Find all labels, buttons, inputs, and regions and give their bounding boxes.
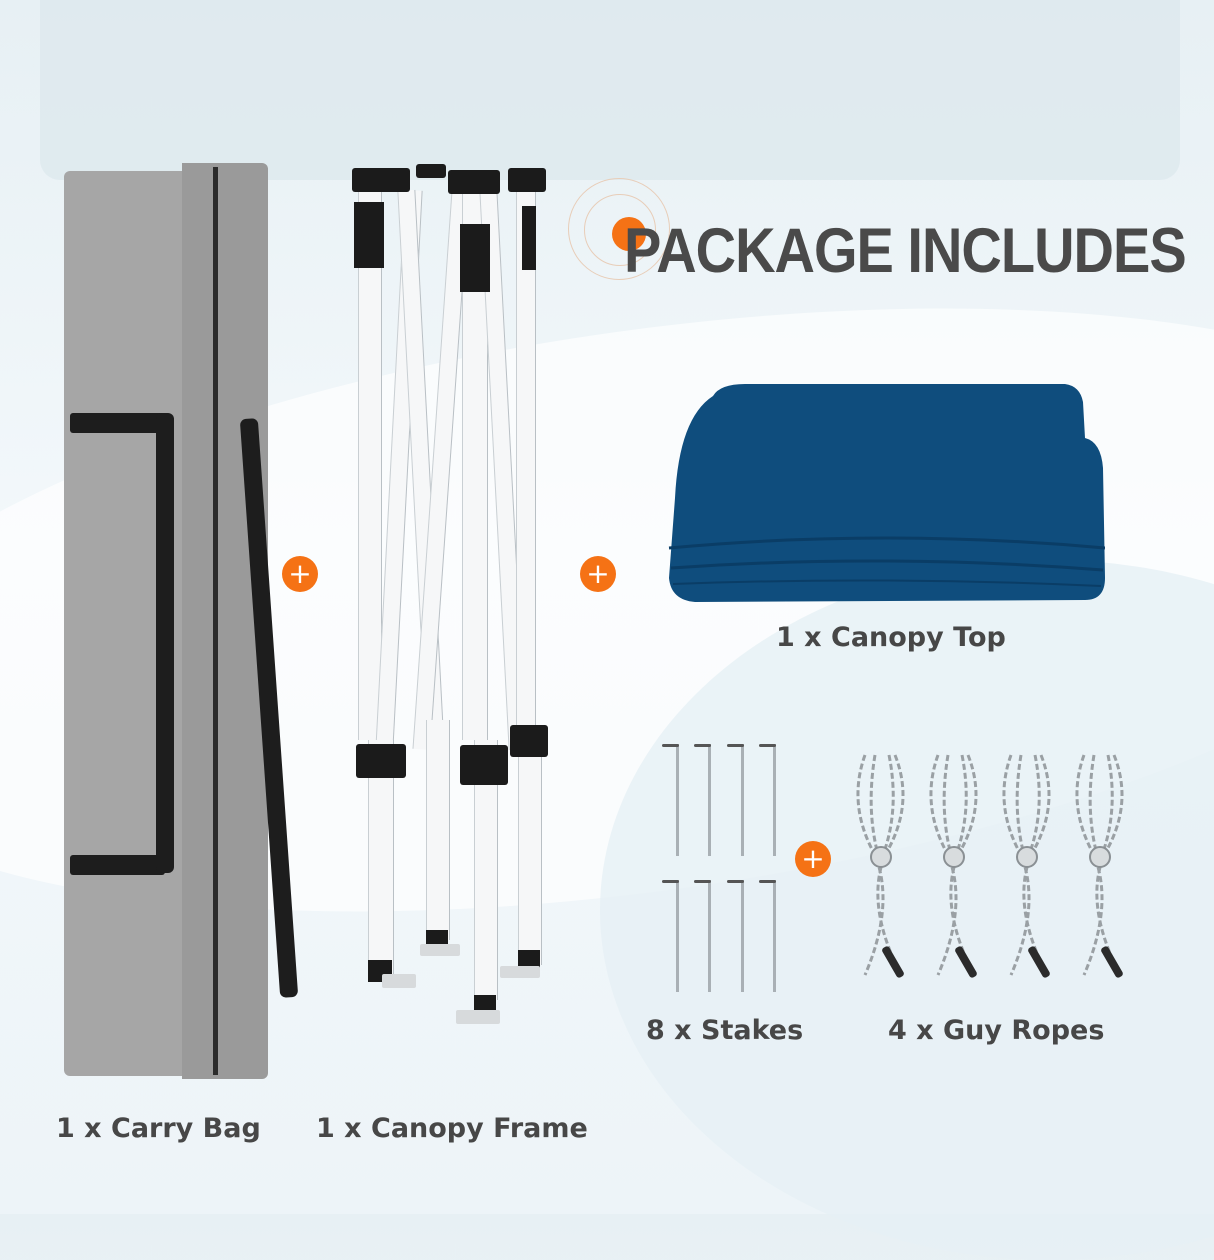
frame-leg — [368, 740, 394, 980]
orange-dot-icon — [612, 217, 646, 251]
plus-icon: + — [580, 556, 616, 592]
decorative-ring-outer — [568, 178, 670, 280]
page-title: PACKAGE INCLUDES — [624, 215, 1187, 286]
bag-handle-bottom — [70, 855, 165, 875]
top-bracket — [508, 168, 546, 192]
guy-rope — [1075, 754, 1124, 978]
decorative-ring-inner — [584, 194, 656, 266]
foot-plate — [456, 1010, 500, 1024]
foot-plate — [382, 974, 416, 988]
stakes-image — [660, 740, 780, 1000]
velcro-strap — [460, 224, 490, 292]
stake — [694, 744, 711, 856]
frame-leg — [518, 725, 542, 965]
stake — [662, 744, 679, 856]
canopy-frame-label: 1 x Canopy Frame — [316, 1113, 588, 1144]
guy-ropes-image — [845, 745, 1135, 1005]
stake — [694, 880, 711, 992]
plus-icon: + — [282, 556, 318, 592]
folded-canopy-icon — [668, 384, 1106, 602]
leg-joint — [460, 745, 508, 785]
plus-icon: + — [795, 841, 831, 877]
leg-joint — [356, 744, 406, 778]
top-bracket — [352, 168, 410, 192]
stake — [759, 880, 776, 992]
top-bracket — [448, 170, 500, 194]
canopy-top-image — [665, 378, 1106, 608]
foot-plate — [500, 966, 540, 978]
guy-rope — [929, 754, 978, 978]
leg-joint — [510, 725, 548, 757]
bag-handle-top — [70, 413, 165, 433]
frame-pole — [516, 180, 536, 740]
bag-strap-front — [156, 413, 174, 873]
bag-zipper — [213, 167, 218, 1075]
background-canopy-shape — [40, 0, 1180, 180]
velcro-strap — [354, 202, 384, 268]
velcro-strap — [522, 206, 536, 270]
canopy-frame-image — [350, 160, 550, 1050]
frame-pole — [358, 180, 382, 740]
title-block: PACKAGE INCLUDES — [560, 178, 1187, 300]
carry-bag-image — [64, 163, 299, 1083]
guy-rope — [856, 754, 905, 978]
canopy-top-label: 1 x Canopy Top — [776, 622, 1006, 653]
carry-bag-label: 1 x Carry Bag — [56, 1113, 261, 1144]
foot-plate — [420, 944, 460, 956]
stakes-label: 8 x Stakes — [646, 1015, 804, 1046]
stake — [759, 744, 776, 856]
stake — [662, 880, 679, 992]
stake — [727, 880, 744, 992]
stake — [727, 744, 744, 856]
frame-leg — [426, 720, 450, 940]
top-bracket — [416, 164, 446, 178]
guy-ropes-label: 4 x Guy Ropes — [888, 1015, 1105, 1046]
guy-rope — [1002, 754, 1051, 978]
